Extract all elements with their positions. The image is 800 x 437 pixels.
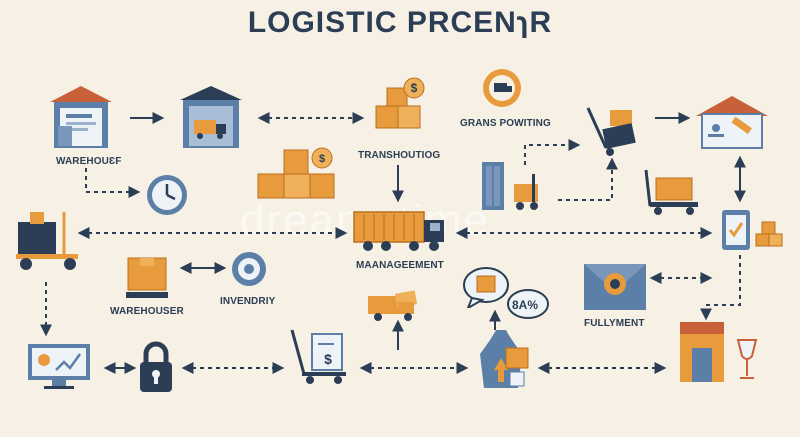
monitor-chart-icon [28, 344, 90, 389]
label-warehouse-top: WAREHOUƐF [56, 156, 122, 167]
svg-text:$: $ [324, 351, 332, 367]
svg-text:$: $ [411, 81, 418, 95]
percent-bubble-icon [507, 289, 549, 319]
edge-shelf-cart [524, 139, 581, 165]
label-transhouting: TRANSHOUTIOG [358, 150, 441, 161]
sack-growth-icon [480, 330, 529, 388]
parcel-shop-icon [680, 322, 758, 382]
edge-forklift-cart [558, 157, 618, 201]
label-warehouser: WAREHOUSER [110, 306, 184, 317]
warehouse-trolley-icon [16, 212, 78, 270]
envelope-icon [584, 264, 646, 310]
tablet-checklist-icon [722, 210, 783, 250]
shelf-forklift-icon [482, 162, 538, 210]
chat-box-icon [463, 267, 509, 308]
page-title: LOGISTIC PRCENɿR [247, 6, 553, 39]
percent-value: 8A% [512, 298, 539, 312]
edge-tablet-shop [700, 255, 741, 321]
stacked-boxes-icon: $ [257, 147, 335, 199]
trolley-box-icon [644, 169, 698, 215]
gear-truck-icon [483, 69, 521, 107]
label-inventory: INVENDRIY [220, 296, 276, 307]
padlock-icon [140, 341, 172, 392]
hand-cart-icon [586, 107, 636, 156]
label-grans-powiting: GRANS POWITING [460, 118, 551, 129]
boxes-dollar-icon: $ [375, 77, 425, 129]
svg-text:$: $ [319, 153, 325, 165]
trolley-invoice-icon: $ [290, 329, 346, 384]
warehouse-truck-icon [180, 86, 242, 148]
delivery-truck-icon [368, 290, 418, 321]
warehouse-document-icon [50, 86, 112, 148]
clock-icon [147, 175, 187, 215]
warehouse-tools-icon [696, 96, 768, 149]
label-management: MAANAGEEMENT [356, 260, 444, 271]
container-truck-icon [353, 211, 444, 251]
pallet-box-icon [126, 257, 168, 298]
label-fulfillment: FULLYMENT [584, 318, 645, 329]
edge-wh-clock [85, 168, 141, 198]
gear-icon [232, 252, 266, 286]
